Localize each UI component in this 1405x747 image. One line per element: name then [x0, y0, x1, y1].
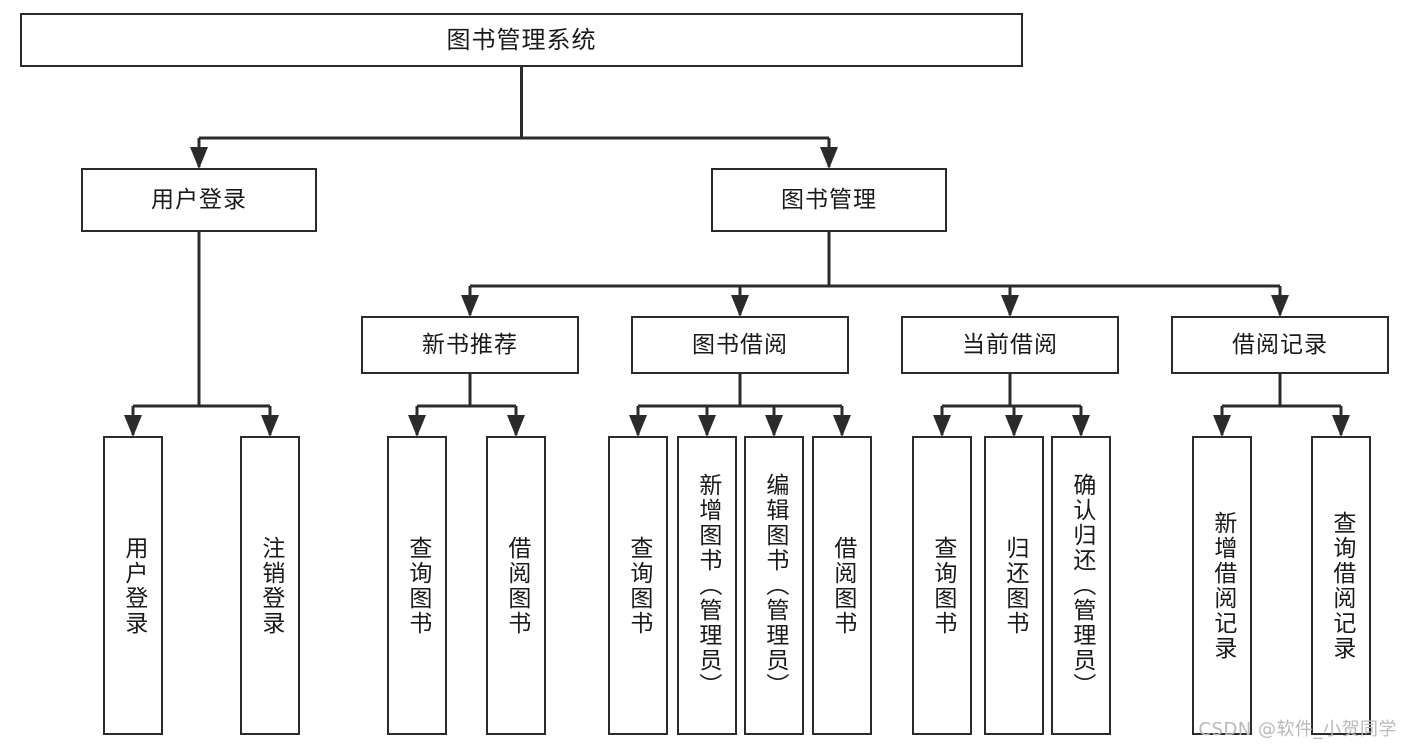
- node-leaf_query_book_2[interactable]: 查询图书: [608, 436, 668, 735]
- node-leaf_user_login[interactable]: 用户登录: [103, 436, 163, 735]
- node-label: 查询图书: [625, 535, 652, 636]
- arrowhead-icon: [698, 415, 716, 437]
- arrowhead-icon: [124, 415, 142, 437]
- node-label: 编辑图书（管理员）: [761, 473, 788, 698]
- node-label: 查询借阅记录: [1328, 510, 1355, 661]
- node-label: 用户登录: [120, 535, 147, 636]
- node-leaf_return_book[interactable]: 归还图书: [984, 436, 1044, 735]
- node-leaf_borrow_book_1[interactable]: 借阅图书: [486, 436, 546, 735]
- node-label: 借阅图书: [503, 535, 530, 636]
- arrowhead-icon: [190, 147, 208, 169]
- node-label: 查询图书: [929, 535, 956, 636]
- arrowhead-icon: [261, 415, 279, 437]
- node-label: 借阅记录: [1232, 331, 1328, 358]
- node-current_borrow[interactable]: 当前借阅: [901, 316, 1119, 374]
- node-leaf_query_book_3[interactable]: 查询图书: [912, 436, 972, 735]
- node-book_borrow[interactable]: 图书借阅: [631, 316, 849, 374]
- node-leaf_edit_book[interactable]: 编辑图书（管理员）: [744, 436, 804, 735]
- arrowhead-icon: [731, 295, 749, 317]
- arrowhead-icon: [1001, 295, 1019, 317]
- node-label: 当前借阅: [962, 331, 1058, 358]
- node-label: 注销登录: [257, 535, 284, 636]
- arrowhead-icon: [820, 147, 838, 169]
- node-label: 借阅图书: [829, 535, 856, 636]
- node-leaf_query_record[interactable]: 查询借阅记录: [1311, 436, 1371, 735]
- node-leaf_add_book[interactable]: 新增图书（管理员）: [677, 436, 737, 735]
- node-label: 图书管理: [781, 186, 877, 213]
- arrowhead-icon: [507, 415, 525, 437]
- node-label: 新增图书（管理员）: [694, 473, 721, 698]
- node-leaf_add_record[interactable]: 新增借阅记录: [1192, 436, 1252, 735]
- arrowhead-icon: [1271, 295, 1289, 317]
- node-label: 图书管理系统: [446, 26, 597, 54]
- node-label: 归还图书: [1001, 535, 1028, 636]
- arrowhead-icon: [461, 295, 479, 317]
- node-label: 图书借阅: [692, 331, 788, 358]
- node-leaf_borrow_book_2[interactable]: 借阅图书: [812, 436, 872, 735]
- node-label: 新书推荐: [422, 331, 518, 358]
- arrowhead-icon: [765, 415, 783, 437]
- node-user_login[interactable]: 用户登录: [81, 168, 317, 232]
- node-root[interactable]: 图书管理系统: [20, 13, 1023, 67]
- arrowhead-icon: [833, 415, 851, 437]
- node-book_manage[interactable]: 图书管理: [711, 168, 947, 232]
- arrowhead-icon: [1005, 415, 1023, 437]
- arrowhead-icon: [629, 415, 647, 437]
- node-label: 查询图书: [404, 535, 431, 636]
- arrowhead-icon: [933, 415, 951, 437]
- node-label: 新增借阅记录: [1209, 510, 1236, 661]
- node-new_book_rec[interactable]: 新书推荐: [361, 316, 579, 374]
- node-label: 用户登录: [151, 186, 247, 213]
- arrowhead-icon: [408, 415, 426, 437]
- node-label: 确认归还（管理员）: [1068, 473, 1095, 698]
- node-leaf_query_book_1[interactable]: 查询图书: [387, 436, 447, 735]
- node-leaf_confirm_ret[interactable]: 确认归还（管理员）: [1051, 436, 1111, 735]
- node-leaf_user_logout[interactable]: 注销登录: [240, 436, 300, 735]
- arrowhead-icon: [1332, 415, 1350, 437]
- arrowhead-icon: [1072, 415, 1090, 437]
- arrowhead-icon: [1213, 415, 1231, 437]
- node-borrow_record[interactable]: 借阅记录: [1171, 316, 1389, 374]
